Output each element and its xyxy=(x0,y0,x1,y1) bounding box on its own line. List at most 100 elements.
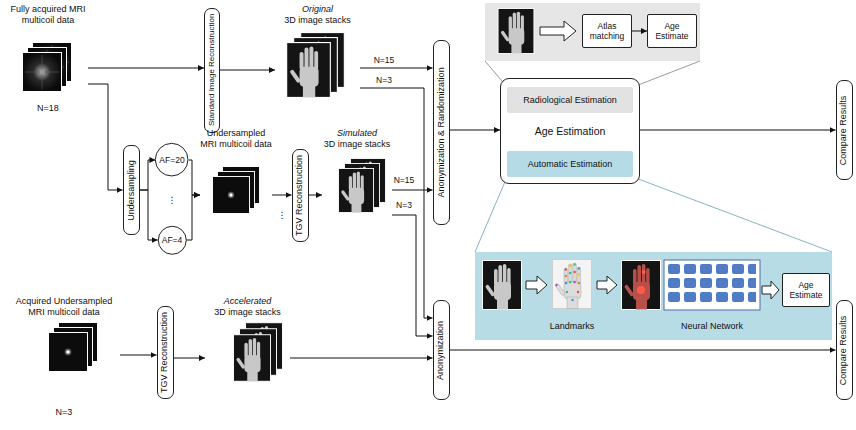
image-stack: Accelerated3D image stacks xyxy=(205,296,290,392)
node-label: 3D image stacks xyxy=(205,307,290,318)
node-label: Undersampling xyxy=(126,160,137,221)
node-label: AF=20 xyxy=(159,155,184,165)
process-box: Anonymization xyxy=(433,300,450,400)
result-box: Age Estimate xyxy=(647,14,697,48)
data-source: Undersampled MRI multicoil data xyxy=(200,128,272,228)
hand-image xyxy=(338,168,373,212)
block-arrow xyxy=(762,281,779,299)
heatmap-image xyxy=(622,261,661,310)
connector-arrow xyxy=(309,195,323,196)
label-anchor: N=15 xyxy=(373,56,396,66)
kspace-image xyxy=(212,176,249,213)
block-arrow xyxy=(526,276,547,294)
node-label: 3D image stacks xyxy=(275,15,360,26)
connector-arrow xyxy=(640,130,836,131)
label-anchor: N=15 xyxy=(393,176,416,186)
node-label: Age Estimate xyxy=(652,21,692,41)
label-anchor: N=3 xyxy=(395,201,413,211)
block-arrow xyxy=(597,276,617,294)
node-label: Accelerated xyxy=(205,296,290,307)
hand-image xyxy=(287,43,331,98)
process-box: Standard Image Reconstruction xyxy=(204,8,220,133)
connector-arrow xyxy=(360,88,433,318)
connector-arrow xyxy=(392,190,433,191)
hand-image xyxy=(483,261,522,310)
hand-image xyxy=(498,8,534,53)
image-stack: Simulated3D image stacks xyxy=(322,128,392,228)
connector-arrow xyxy=(360,68,433,69)
node-label: Original xyxy=(275,4,360,15)
annotation-label: ⋮ xyxy=(168,195,177,205)
factor-circle: AF=20 xyxy=(155,143,188,176)
process-box: Anonymization & Randomization xyxy=(433,40,450,225)
kspace-image xyxy=(23,53,62,92)
process-box: TGV Reconstruction xyxy=(292,149,309,242)
label-anchor: Neural Network xyxy=(681,321,743,331)
node-label: TGV Reconstruction xyxy=(160,311,171,392)
node-label: N=3 xyxy=(8,407,120,418)
hand-image xyxy=(233,335,270,382)
automatic-panel xyxy=(475,252,832,340)
method-band: Automatic Estimation xyxy=(507,151,633,177)
connector-arrow xyxy=(140,190,158,240)
image-stack: Original3D image stacks xyxy=(275,4,360,100)
zoom-lines xyxy=(475,177,832,252)
process-box: Undersampling xyxy=(123,145,140,235)
connector-arrow xyxy=(186,195,200,240)
connector-arrow xyxy=(174,358,206,359)
annotation-label: ⋮ xyxy=(278,210,287,220)
landmark-image xyxy=(553,260,592,309)
connector-arrow xyxy=(120,355,157,356)
node-label: Anonymization xyxy=(436,320,447,379)
connector-arrow xyxy=(290,358,433,359)
label-anchor: ⋮ xyxy=(168,195,177,205)
connector-arrow xyxy=(220,70,275,71)
node-label: Radiological Estimation xyxy=(523,95,617,106)
data-source: Acquired Undersampled MRI multicoil data… xyxy=(8,296,120,418)
connector-arrow xyxy=(272,195,292,196)
node-label: Acquired Undersampled MRI multicoil data xyxy=(8,296,120,318)
node-label: Atlas matching xyxy=(587,21,627,41)
output-box: Compare Results xyxy=(836,80,853,180)
edge-label: N=3 xyxy=(395,201,413,211)
node-label: Automatic Estimation xyxy=(528,159,613,170)
node-label: Compare Results xyxy=(839,95,850,165)
edge-label: N=15 xyxy=(393,176,416,186)
annotation-label: Landmarks xyxy=(550,321,595,331)
node-label: Age Estimation xyxy=(535,125,606,138)
method-band: Radiological Estimation xyxy=(507,87,633,113)
connector-arrow xyxy=(189,160,200,195)
connector-arrow xyxy=(140,160,156,190)
connector-group xyxy=(88,31,836,358)
step-box: Atlas matching xyxy=(582,14,632,48)
process-box: TGV Reconstruction xyxy=(157,306,174,399)
annotation-label: Neural Network xyxy=(681,321,743,331)
kspace-image xyxy=(49,333,88,372)
label-anchor: Landmarks xyxy=(550,321,595,331)
node-label: Fully acquired MRI multicoil data xyxy=(8,4,88,26)
node-label: Age Estimate xyxy=(787,280,825,300)
node-label: AF=4 xyxy=(162,235,183,245)
connector-arrow xyxy=(450,130,501,131)
node-label: Compare Results xyxy=(839,315,850,385)
result-box: Age Estimate xyxy=(782,273,830,307)
node-label: Standard Image Reconstruction xyxy=(207,14,217,127)
node-label: Anonymization & Randomization xyxy=(436,67,447,197)
node-label: Simulated xyxy=(322,128,392,139)
connector-arrow xyxy=(392,215,433,336)
block-arrow xyxy=(540,21,576,41)
connector-arrow xyxy=(88,68,204,69)
node-label: 3D image stacks xyxy=(322,139,392,150)
node-label: TGV Reconstruction xyxy=(295,154,306,235)
edge-label: N=3 xyxy=(375,76,393,86)
node-label: Undersampled MRI multicoil data xyxy=(200,128,272,150)
output-box: Compare Results xyxy=(836,300,853,400)
label-anchor: N=3 xyxy=(375,76,393,86)
network-layers xyxy=(668,264,756,306)
circle-shape xyxy=(156,144,189,177)
circle-shape xyxy=(158,226,186,254)
radiological-panel xyxy=(485,3,700,61)
